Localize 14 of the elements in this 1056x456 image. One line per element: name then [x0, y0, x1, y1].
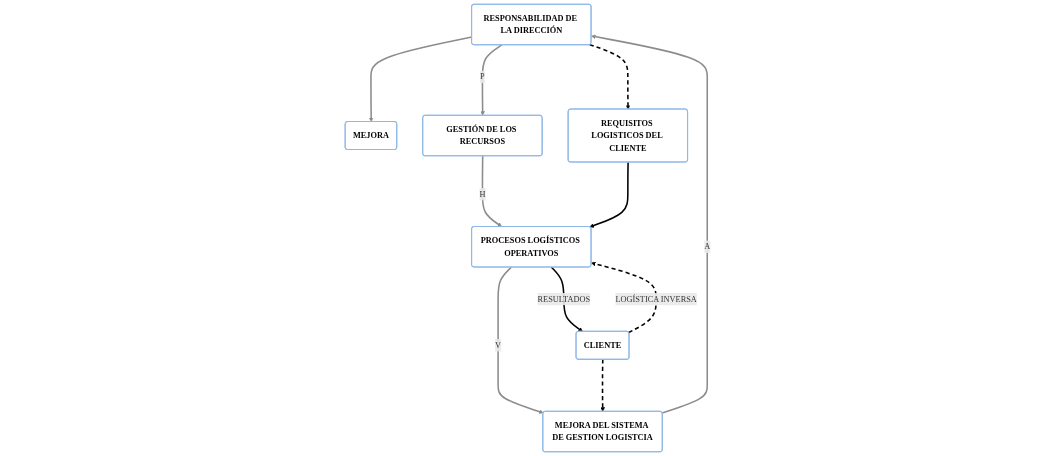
edge-label: A	[704, 242, 711, 251]
arrow	[600, 358, 606, 412]
edge-label: V	[495, 340, 502, 350]
arrow	[591, 34, 709, 414]
arrow	[497, 266, 544, 414]
edge-label: H	[479, 189, 486, 199]
arrow	[481, 155, 503, 227]
arrow	[589, 43, 631, 110]
edge-label: P	[480, 72, 486, 82]
edge-label: LOGÍSTICA INVERSA	[615, 294, 698, 304]
edge-label: RESULTADOS	[537, 294, 591, 304]
arrow	[480, 44, 503, 116]
arrow	[589, 161, 630, 228]
arrow	[591, 261, 658, 334]
